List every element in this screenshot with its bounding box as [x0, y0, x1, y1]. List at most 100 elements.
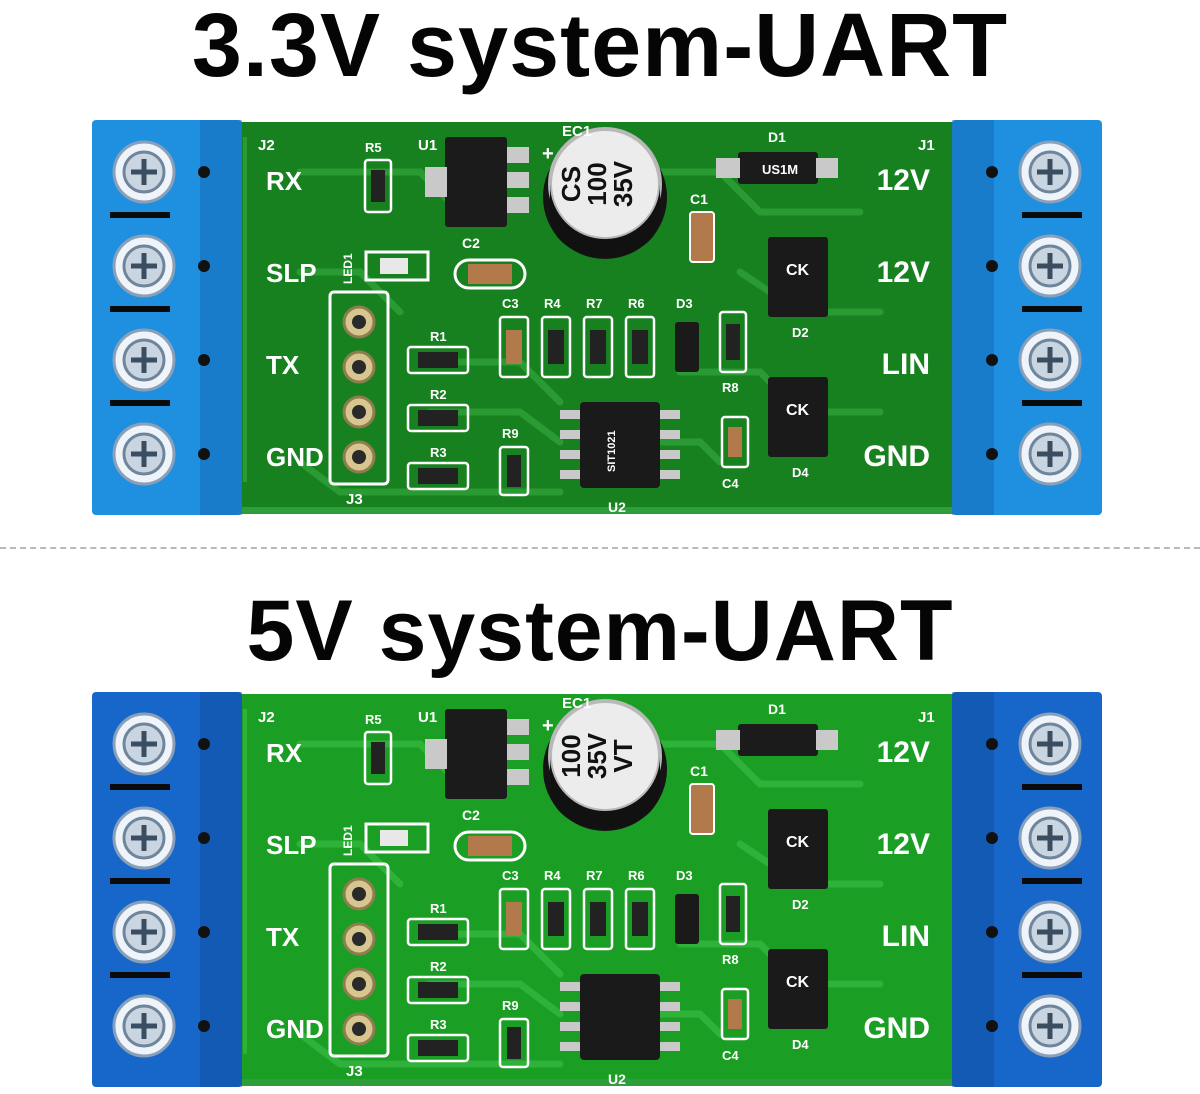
screw-slot-icon: [131, 825, 157, 851]
r9-outline: [498, 445, 530, 497]
left-pin-label: GND: [266, 442, 324, 472]
screw-slot-icon: [131, 159, 157, 185]
u2-pin: [660, 470, 680, 479]
r8-label: R8: [722, 380, 739, 395]
left-pin-label: SLP: [266, 830, 317, 860]
screw-slot-icon: [1037, 1013, 1063, 1039]
title-5v: 5V system-UART: [246, 583, 954, 679]
header-hole-icon: [352, 887, 366, 901]
left-pin-label: RX: [266, 166, 303, 196]
terminal-separator: [1022, 972, 1082, 978]
right-pin-label: 12V: [877, 736, 930, 769]
d3-label: D3: [676, 868, 693, 883]
right-pin-label: GND: [863, 1012, 930, 1045]
r8-label: R8: [722, 952, 739, 967]
terminal-separator: [1022, 784, 1082, 790]
r5-label: R5: [365, 140, 382, 155]
r9-resistor: [507, 455, 521, 487]
screw-slot-icon: [1037, 159, 1063, 185]
d1-pad: [816, 158, 838, 178]
pcb-trace: [636, 168, 864, 216]
left-pin-label: GND: [266, 1014, 324, 1044]
led-label: LED1: [341, 825, 355, 856]
r6-component: [632, 902, 648, 936]
r1-outline: [406, 345, 470, 375]
terminal-separator: [110, 878, 170, 884]
r3-resistor: [418, 1040, 458, 1056]
c1-capacitor: [689, 211, 715, 263]
right-pin-label: LIN: [882, 348, 930, 381]
u2-pin: [660, 410, 680, 419]
left-pin-label: TX: [266, 350, 300, 380]
c2-capacitor: [468, 264, 512, 284]
left-pin-label: SLP: [266, 258, 317, 288]
r7-component: [590, 902, 606, 936]
d4-marking: CK: [786, 402, 810, 419]
wire-entry-icon: [986, 354, 998, 366]
u1-pin: [507, 197, 529, 213]
left-terminal-block: [92, 692, 242, 1087]
right-terminal-block: [952, 692, 1102, 1087]
u2-pin: [660, 450, 680, 459]
screw-slot-icon: [131, 919, 157, 945]
r8-resistor: [726, 896, 740, 932]
r3-outline: [406, 1033, 470, 1063]
r5-resistor: [371, 170, 385, 202]
screw-slot-icon: [1037, 441, 1063, 467]
right-pin-label: 12V: [877, 828, 930, 861]
r6-component: [632, 330, 648, 364]
wire-entry-icon: [986, 832, 998, 844]
d3-label: D3: [676, 296, 693, 311]
j3-outline: [328, 862, 390, 1058]
c4-outline: [720, 415, 750, 469]
r2-label: R2: [430, 387, 447, 402]
terminal-separator: [110, 212, 170, 218]
c4-capacitor: [728, 999, 742, 1029]
r8-outline: [718, 882, 748, 946]
u2-pin: [560, 410, 580, 419]
u1-regulator: [445, 709, 507, 799]
right-terminal-block: [952, 120, 1102, 515]
terminal-separator: [110, 400, 170, 406]
c1-capacitor: [689, 783, 715, 835]
d2-marking: CK: [786, 262, 810, 279]
ec1-polarity: +: [542, 143, 554, 165]
screw-slot-icon: [131, 253, 157, 279]
header-hole-icon: [352, 315, 366, 329]
c2-label: C2: [462, 235, 480, 251]
u2-pin: [660, 1002, 680, 1011]
u1-label: U1: [418, 137, 437, 154]
c4-outline: [720, 987, 750, 1041]
header-hole-icon: [352, 405, 366, 419]
led-outline: [364, 822, 430, 854]
r6-label: R6: [628, 868, 645, 883]
wire-entry-icon: [986, 926, 998, 938]
u1-pin: [507, 719, 529, 735]
d3-diode: [675, 894, 699, 944]
r5-outline: [363, 730, 393, 786]
r5-resistor: [371, 742, 385, 774]
right-pin-label: 12V: [877, 256, 930, 289]
j3-label: J3: [346, 491, 363, 508]
r4-label: R4: [544, 296, 561, 311]
terminal-shade: [952, 692, 994, 1087]
u1-label: U1: [418, 709, 437, 726]
r8-resistor: [726, 324, 740, 360]
r1-label: R1: [430, 901, 447, 916]
u2-pin: [660, 430, 680, 439]
left-pin-label: RX: [266, 738, 303, 768]
u1-tab: [425, 167, 447, 197]
r6-outline: [624, 315, 656, 379]
c4-capacitor: [728, 427, 742, 457]
screw-slot-icon: [1037, 919, 1063, 945]
wire-entry-icon: [198, 260, 210, 272]
d4-tvs-diode: [768, 377, 828, 457]
r4-component: [548, 902, 564, 936]
wire-entry-icon: [198, 1020, 210, 1032]
ec1-label: EC1: [562, 123, 591, 140]
pcb-trace: [296, 458, 564, 496]
ec1-marking: 35V: [608, 160, 638, 207]
c4-label: C4: [722, 476, 739, 491]
d1-pad: [716, 730, 740, 750]
